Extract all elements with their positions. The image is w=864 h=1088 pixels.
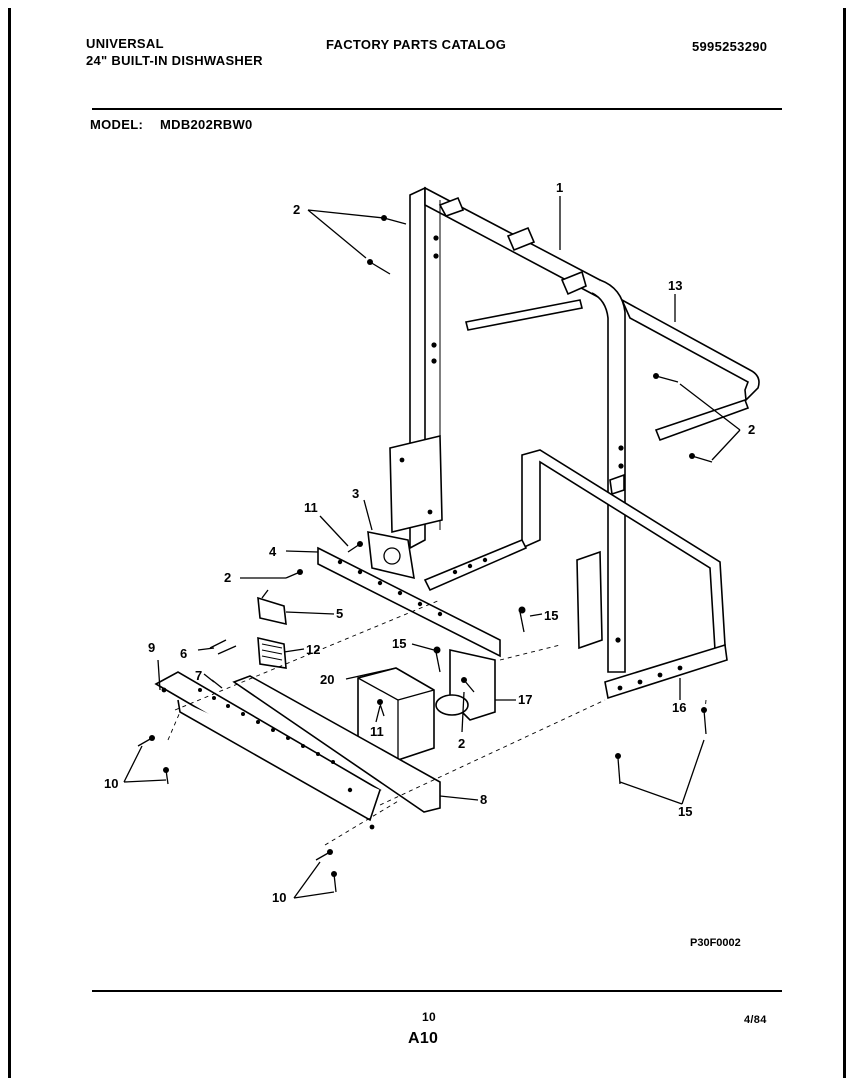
model-label: MODEL: xyxy=(90,117,144,132)
callout-9: 9 xyxy=(148,640,155,655)
catalog-number: 5995253290 xyxy=(692,39,768,54)
component-part-12 xyxy=(257,636,287,669)
bracket-part-3 xyxy=(367,434,443,580)
callout-2: 2 xyxy=(293,202,300,217)
callout-labels: 2 1 13 2 3 11 4 2 5 15 15 12 9 6 7 20 17… xyxy=(104,180,755,905)
rail-part-13 xyxy=(620,298,760,442)
callout-13: 13 xyxy=(668,278,682,293)
bracket-part-17 xyxy=(435,649,496,721)
model-number: MDB202RBW0 xyxy=(160,117,253,132)
switch-part-5 xyxy=(257,589,287,626)
page-border xyxy=(8,8,846,1078)
callout-2: 2 xyxy=(224,570,231,585)
revision-date: 4/84 xyxy=(744,1014,767,1026)
callout-6: 6 xyxy=(180,646,187,661)
catalog-title: FACTORY PARTS CATALOG xyxy=(326,37,507,52)
callout-1: 1 xyxy=(556,180,563,195)
callout-16: 16 xyxy=(672,700,686,715)
callout-11: 11 xyxy=(370,724,384,739)
diagram-code: P30F0002 xyxy=(690,937,741,949)
leader-lines xyxy=(123,196,741,899)
callout-7: 7 xyxy=(195,668,202,683)
callout-5: 5 xyxy=(336,606,343,621)
callout-17: 17 xyxy=(518,692,532,707)
header-rule xyxy=(92,108,782,110)
bar-part-4 xyxy=(317,546,501,658)
callout-10: 10 xyxy=(272,890,286,905)
lower-frame-part-16 xyxy=(423,449,728,700)
callout-8: 8 xyxy=(480,792,487,807)
callout-20: 20 xyxy=(320,672,334,687)
screws xyxy=(137,215,713,893)
callout-12: 12 xyxy=(306,642,320,657)
callout-15: 15 xyxy=(544,608,558,623)
callout-2: 2 xyxy=(748,422,755,437)
panel-part-9 xyxy=(154,671,441,830)
brand-name: UNIVERSAL xyxy=(86,36,164,51)
callout-10: 10 xyxy=(104,776,118,791)
footer-rule xyxy=(92,990,782,992)
callout-3: 3 xyxy=(352,486,359,501)
callout-4: 4 xyxy=(269,544,277,559)
callout-11: 11 xyxy=(304,500,318,515)
callout-15: 15 xyxy=(678,804,692,819)
callout-2: 2 xyxy=(458,736,465,751)
page-number: 10 xyxy=(422,1010,436,1024)
section-code: A10 xyxy=(408,1030,439,1047)
product-type: 24" BUILT-IN DISHWASHER xyxy=(86,53,263,68)
callout-15: 15 xyxy=(392,636,406,651)
